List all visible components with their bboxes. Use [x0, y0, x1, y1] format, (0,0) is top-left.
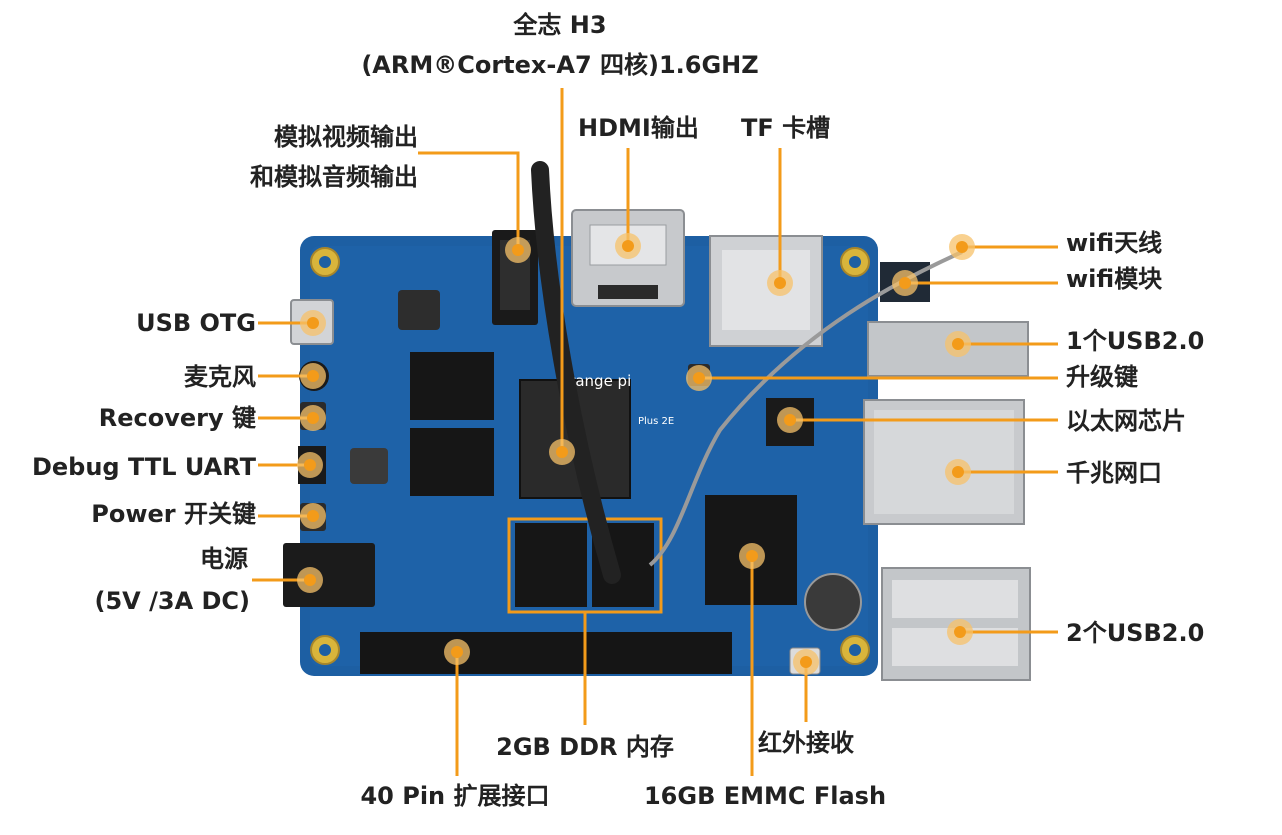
label-upgrade: 升级键: [1066, 363, 1138, 391]
label-debug: Debug TTL UART: [31, 453, 256, 481]
callout-dot-recovery: [307, 412, 319, 424]
callout-dots: [297, 233, 975, 675]
callout-dot-wifi-module: [899, 277, 911, 289]
callout-dot-soc: [556, 446, 568, 458]
callout-dot-usb2: [954, 626, 966, 638]
callout-dot-gbe: [952, 466, 964, 478]
label-mic: 麦克风: [184, 363, 256, 391]
label-power-key: Power 开关键: [91, 500, 256, 528]
dc-jack: [283, 543, 375, 607]
callout-dot-emmc: [746, 550, 758, 562]
board-logo: orange pi: [560, 372, 631, 390]
callout-dot-av: [512, 244, 524, 256]
label-usb-otg: USB OTG: [136, 309, 256, 337]
callout-dot-hdmi: [622, 240, 634, 252]
leader-line-av: [418, 151, 520, 250]
label-gpio: 40 Pin 扩展接口: [360, 782, 550, 810]
capacitor: [804, 573, 862, 631]
label-emmc: 16GB EMMC Flash: [643, 782, 887, 810]
callout-dot-gpio: [451, 646, 463, 658]
label-ir: 红外接收: [758, 729, 854, 757]
label-eth-chip: 以太网芯片: [1066, 407, 1186, 435]
label-hdmi: HDMI输出: [578, 114, 699, 142]
label-power-line2: (5V /3A DC): [94, 587, 251, 615]
ram-chip: [410, 428, 494, 496]
callout-dot-ir: [800, 656, 812, 668]
label-usb1: 1个USB2.0: [1066, 327, 1205, 355]
label-ddr: 2GB DDR 内存: [496, 733, 674, 761]
label-usb2: 2个USB2.0: [1066, 619, 1205, 647]
label-tf: TF 卡槽: [741, 114, 831, 142]
label-recovery: Recovery 键: [98, 404, 256, 432]
callout-dot-mic: [307, 370, 319, 382]
label-wifi-antenna: wifi天线: [1066, 229, 1163, 257]
leader-lines: [252, 88, 1058, 776]
callout-dot-wifi-antenna: [956, 241, 968, 253]
callout-dot-power: [304, 574, 316, 586]
ram-chip: [410, 352, 494, 420]
ram-chip: [515, 523, 587, 607]
label-av-line1: 模拟视频输出: [274, 123, 418, 151]
label-wifi-module: wifi模块: [1066, 265, 1163, 293]
callout-dot-debug: [304, 459, 316, 471]
callout-dot-power-key: [307, 510, 319, 522]
callout-dot-eth-chip: [784, 414, 796, 426]
label-soc-line2: (ARM®Cortex-A7 四核)1.6GHZ: [361, 51, 759, 79]
label-av-line2: 和模拟音频输出: [250, 163, 418, 191]
callout-dot-tf: [774, 277, 786, 289]
label-gbe: 千兆网口: [1066, 459, 1162, 487]
callout-dot-usb1: [952, 338, 964, 350]
callout-dot-usb-otg: [307, 317, 319, 329]
label-power-line1: 电源: [200, 545, 248, 573]
gpio-header: [360, 632, 732, 674]
board-model: Plus 2E: [638, 416, 674, 427]
callout-dot-upgrade: [693, 372, 705, 384]
label-soc-line1: 全志 H3: [513, 11, 607, 39]
